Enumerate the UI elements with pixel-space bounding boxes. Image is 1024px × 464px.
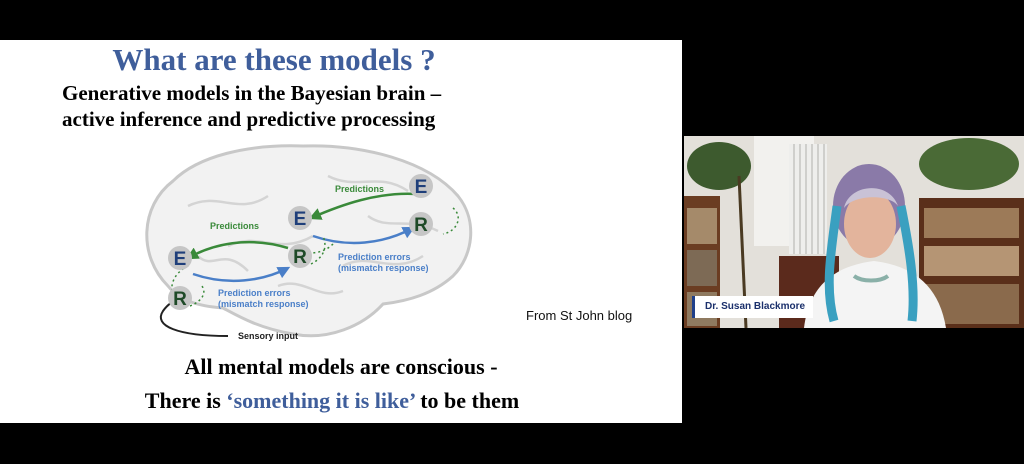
svg-text:R: R <box>293 247 307 268</box>
predictions-label-left: Predictions <box>210 221 259 231</box>
predictions-label-right: Predictions <box>335 184 384 194</box>
conclusion-highlight: ‘something it is like’ <box>226 388 415 413</box>
speaker-video-tile[interactable]: Dr. Susan Blackmore <box>684 136 1024 328</box>
prediction-arrow <box>185 240 289 260</box>
node-e-left: E <box>168 246 192 270</box>
presentation-slide: What are these models ? Generative model… <box>0 40 682 423</box>
prediction-arrow <box>308 192 417 220</box>
svg-text:R: R <box>173 289 187 310</box>
brain-diagram: E R E R E R Predictions Predictions Pred… <box>145 144 473 341</box>
speaker-name-tag: Dr. Susan Blackmore <box>692 296 814 318</box>
slide-title: What are these models ? <box>112 42 436 77</box>
conclusion-text-after: to be them <box>414 388 520 413</box>
svg-text:R: R <box>414 215 428 236</box>
subtitle-line-2: active inference and predictive processi… <box>62 107 436 131</box>
source-credit: From St John blog <box>526 308 633 323</box>
sensory-input-label: Sensory input <box>238 331 298 341</box>
brain-outline <box>145 144 473 338</box>
mismatch-label-left: (mismatch response) <box>218 299 309 309</box>
subtitle-line-1: Generative models in the Bayesian brain … <box>62 81 442 105</box>
conclusion-line-2: There is ‘something it is like’ to be th… <box>0 388 664 414</box>
node-e-right: E <box>409 174 433 198</box>
svg-text:E: E <box>294 209 307 230</box>
errors-label-right: Prediction errors <box>338 252 411 262</box>
video-frame <box>684 136 1024 328</box>
conclusion-text-before: There is <box>144 388 227 413</box>
error-arrow <box>192 266 291 283</box>
node-r-middle: R <box>288 244 312 268</box>
svg-text:E: E <box>415 177 428 198</box>
node-e-middle: E <box>288 206 312 230</box>
node-r-left: R <box>168 286 192 310</box>
errors-label-left: Prediction errors <box>218 288 291 298</box>
slide-subtitle: Generative models in the Bayesian brain … <box>62 80 622 132</box>
mismatch-label-right: (mismatch response) <box>338 263 429 273</box>
conclusion-line-1: All mental models are conscious - <box>184 354 498 379</box>
svg-text:E: E <box>174 249 187 270</box>
node-r-right: R <box>409 212 433 236</box>
